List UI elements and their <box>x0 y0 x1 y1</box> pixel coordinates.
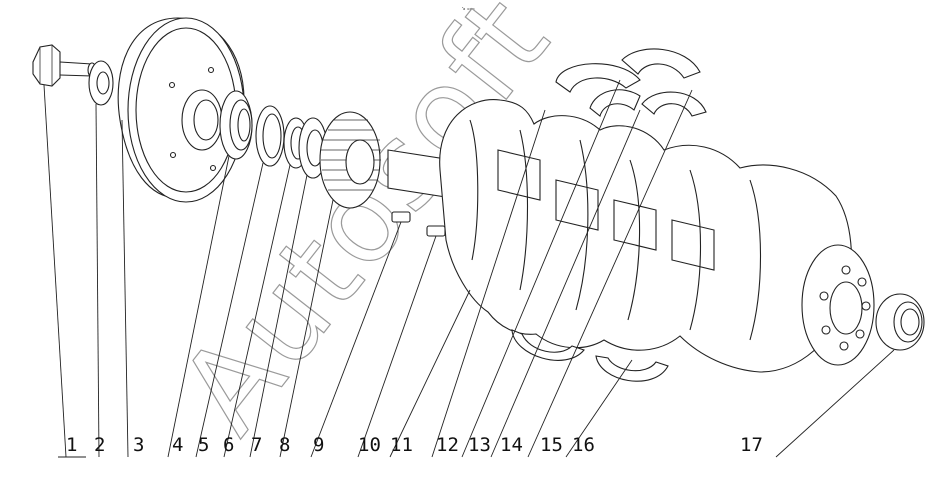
part-2-washer <box>88 60 114 106</box>
crankshaft <box>439 99 875 373</box>
part-9-key <box>387 149 453 223</box>
callout-5: 5 <box>198 434 209 456</box>
part-3-pulley <box>117 17 245 203</box>
callout-16: 16 <box>572 434 595 456</box>
callout-3: 3 <box>133 434 144 456</box>
callout-4: 4 <box>172 434 183 456</box>
upper-bearing-shells <box>555 48 707 117</box>
callout-9: 9 <box>313 434 324 456</box>
top-mark: ᠊ₐ ₒₒₒ <box>462 5 475 12</box>
callout-1: 1 <box>66 434 77 456</box>
part-8-gear <box>319 111 381 209</box>
callout-15: 15 <box>540 434 563 456</box>
callout-11: 11 <box>390 434 413 456</box>
callout-8: 8 <box>279 434 290 456</box>
callout-12: 12 <box>436 434 459 456</box>
callout-numbers: 1 2 3 4 5 6 7 8 9 10 11 12 13 14 15 16 1… <box>66 434 763 456</box>
part-5-ring <box>255 105 285 167</box>
callout-13: 13 <box>468 434 491 456</box>
callout-7: 7 <box>251 434 262 456</box>
callout-10: 10 <box>358 434 381 456</box>
callout-17: 17 <box>740 434 763 456</box>
part-1-bolt <box>32 44 97 87</box>
part-4-seal <box>219 90 253 160</box>
part-17-bearing <box>875 293 925 351</box>
callout-6: 6 <box>223 434 234 456</box>
callout-2: 2 <box>94 434 105 456</box>
leader-lines <box>43 79 895 458</box>
lower-bearing-shells <box>511 329 669 382</box>
callout-14: 14 <box>500 434 523 456</box>
part-10-key <box>426 225 446 237</box>
